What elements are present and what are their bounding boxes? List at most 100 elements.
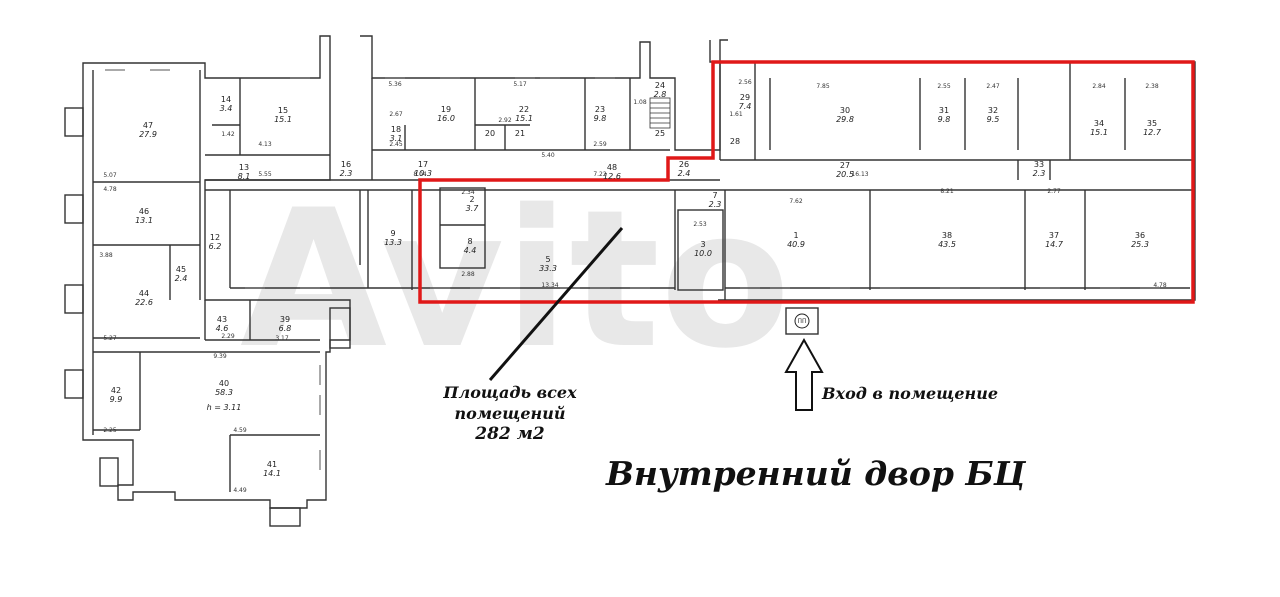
- room-number: 19: [441, 105, 451, 114]
- dimension-label: 1.08: [633, 99, 647, 106]
- svg-text:ПП: ПП: [797, 318, 806, 325]
- watermark: Avito: [240, 169, 791, 390]
- room-number: 42: [111, 386, 121, 395]
- room-number: 44: [139, 289, 149, 298]
- total-area-line2: помещений: [454, 404, 566, 423]
- room-area: 14.1: [263, 469, 281, 478]
- room-number: 38: [942, 231, 952, 240]
- dimension-label: 2.56: [738, 79, 752, 86]
- dimension-label: 4.78: [1153, 282, 1167, 289]
- dimension-label: 2.88: [461, 271, 475, 278]
- dimension-label: 2.45: [389, 141, 403, 148]
- room-height: h = 3.11: [207, 403, 242, 412]
- entrance-label: Вход в помещение: [822, 384, 999, 403]
- room-number: 9: [390, 229, 395, 238]
- dimension-label: 2.59: [593, 141, 607, 148]
- dimension-label: 2.77: [1047, 188, 1061, 195]
- dimension-label: 2.34: [461, 189, 475, 196]
- room-area: 12.6: [603, 172, 621, 181]
- dimension-label: 4.13: [258, 141, 272, 148]
- room-area: 2.3: [340, 169, 353, 178]
- room-area: 10.0: [694, 249, 712, 258]
- room-area: 7.4: [739, 102, 752, 111]
- dimension-label: 16.13: [851, 171, 868, 178]
- room-area: 4.6: [216, 324, 229, 333]
- stairs: [649, 97, 671, 129]
- dimension-label: 5.40: [541, 152, 555, 159]
- dimension-label: 2.67: [389, 111, 403, 118]
- room-area: 2.3: [709, 200, 722, 209]
- room-area: 58.3: [215, 388, 233, 397]
- room-area: 4.4: [464, 246, 477, 255]
- room-area: 22.6: [135, 298, 153, 307]
- room-number: 43: [217, 315, 227, 324]
- room-number: 27: [840, 161, 850, 170]
- room-area: 20.5: [836, 170, 854, 179]
- room-area: 15.1: [1090, 128, 1108, 137]
- room-number: 21: [515, 129, 525, 138]
- room-number: 47: [143, 121, 153, 130]
- room-area: 29.8: [836, 115, 854, 124]
- room-area: 27.9: [139, 130, 157, 139]
- dimension-label: 4.49: [233, 487, 247, 494]
- room-number: 17: [418, 160, 428, 169]
- room-area: 25.3: [1131, 240, 1149, 249]
- dimension-label: 7.62: [789, 198, 803, 205]
- dimension-label: 8.04: [413, 171, 427, 178]
- dimension-label: 5.27: [103, 335, 117, 342]
- dimension-label: 4.59: [233, 427, 247, 434]
- room-number: 31: [939, 106, 949, 115]
- dimension-label: 7.85: [816, 83, 830, 90]
- room-number: 26: [679, 160, 689, 169]
- dimension-label: 2.29: [221, 333, 235, 340]
- room-number: 33: [1034, 160, 1044, 169]
- highlight-boundary: [418, 60, 1195, 304]
- room-number: 15: [278, 106, 288, 115]
- dimension-label: 2.25: [103, 427, 117, 434]
- dimension-label: 1.42: [221, 131, 235, 138]
- dimension-label: 7.22: [593, 171, 607, 178]
- room-number: 1: [793, 231, 798, 240]
- room-number: 41: [267, 460, 277, 469]
- dimension-label: 3.17: [275, 335, 289, 342]
- dimension-label: 9.39: [213, 353, 227, 360]
- entrance-arrow-icon: [784, 337, 824, 411]
- room-number: 12: [210, 233, 220, 242]
- room-area: 16.0: [437, 114, 455, 123]
- room-number: 14: [221, 95, 231, 104]
- room-area: 43.5: [938, 240, 956, 249]
- room-area: 3.1: [390, 134, 403, 143]
- room-number: 35: [1147, 119, 1157, 128]
- total-area-line1: Площадь всех: [443, 383, 577, 402]
- room-number: 32: [988, 106, 998, 115]
- pointer-line: [488, 227, 624, 381]
- dimension-label: 2.92: [498, 117, 512, 124]
- room-number: 3: [700, 240, 705, 249]
- room-number: 30: [840, 106, 850, 115]
- room-number: 28: [730, 137, 740, 146]
- room-number: 24: [655, 81, 665, 90]
- room-area: 9.9: [110, 395, 123, 404]
- room-number: 34: [1094, 119, 1104, 128]
- room-number: 25: [655, 129, 665, 138]
- room-area: 15.1: [274, 115, 292, 124]
- room-number: 40: [219, 379, 229, 388]
- room-number: 48: [607, 163, 617, 172]
- room-number: 16: [341, 160, 351, 169]
- room-number: 45: [176, 265, 186, 274]
- room-area: 9.8: [938, 115, 951, 124]
- room-area: 2.4: [175, 274, 188, 283]
- room-labels: 4727.94613.1452.44422.6434.6429.94058.3h…: [110, 81, 1162, 478]
- dimension-label: 13.34: [541, 282, 558, 289]
- room-number: 39: [280, 315, 290, 324]
- room-area: 6.2: [209, 242, 222, 251]
- room-area: 12.7: [1143, 128, 1162, 137]
- dimension-label: 5.17: [513, 81, 527, 88]
- entrance-marker: ПП: [794, 313, 810, 329]
- room-number: 29: [740, 93, 750, 102]
- courtyard-label: Внутренний двор БЦ: [606, 454, 1026, 493]
- room-area: 8.1: [238, 172, 251, 181]
- room-area: 14.7: [1045, 240, 1064, 249]
- room-area: 3.4: [220, 104, 233, 113]
- dimension-label: 3.88: [99, 252, 113, 259]
